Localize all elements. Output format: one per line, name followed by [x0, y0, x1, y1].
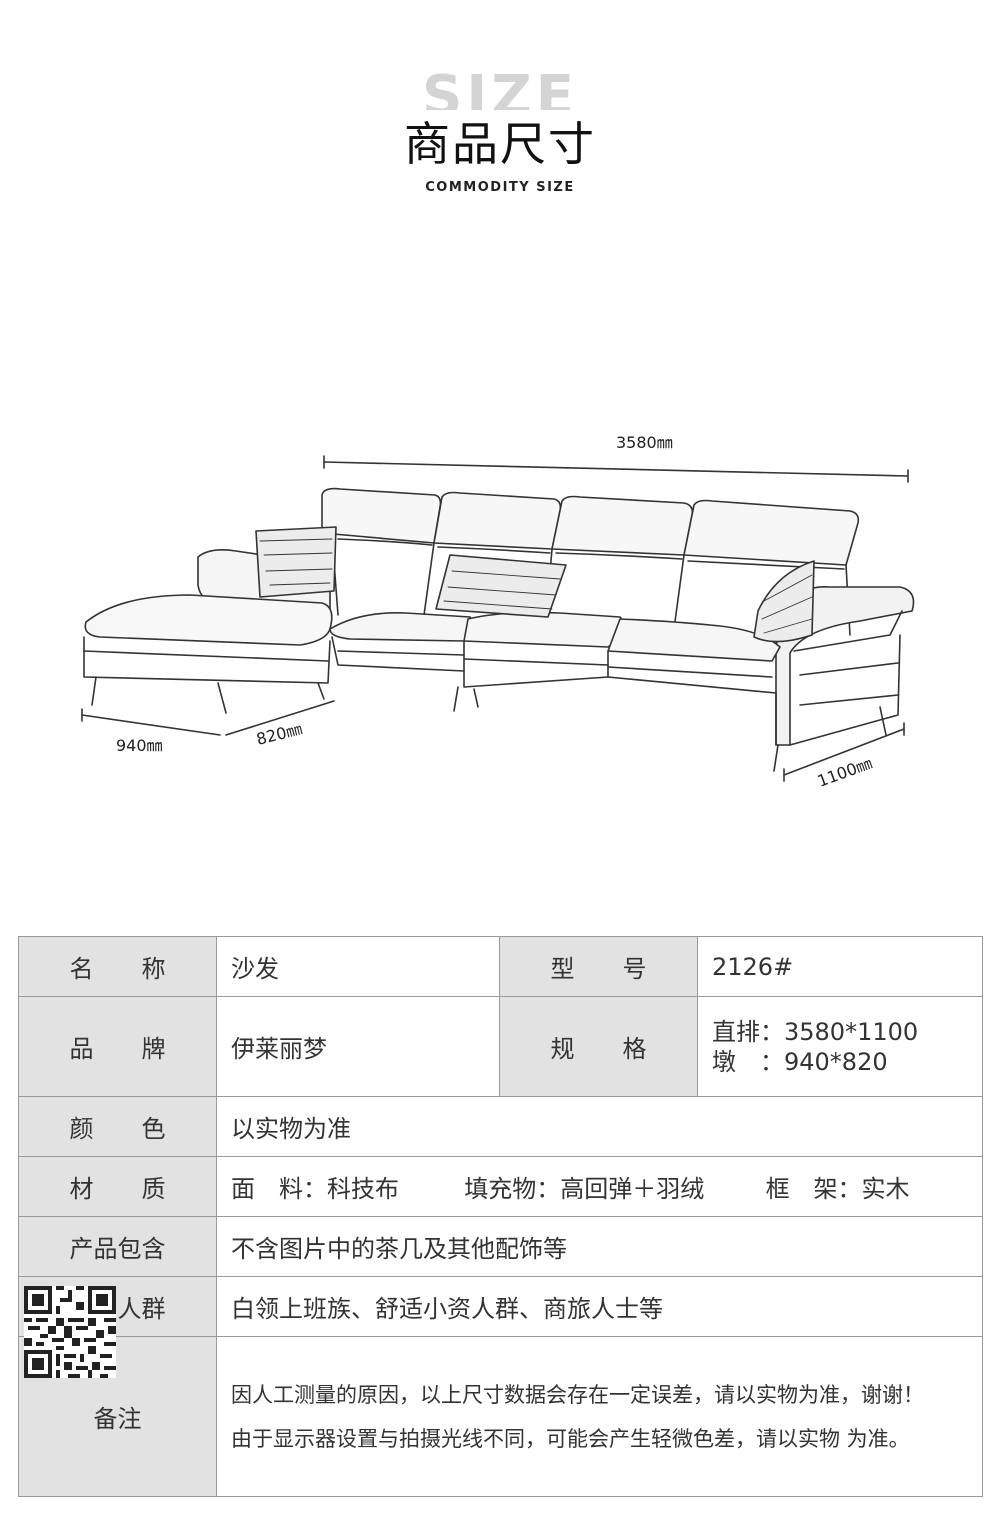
spec-label: 规格	[499, 996, 698, 1097]
audience-value: 白领上班族、舒适小资人群、商旅人士等	[216, 1276, 983, 1337]
brand-value: 伊莱丽梦	[216, 996, 500, 1097]
sofa-leg-1	[453, 686, 459, 712]
ottoman-leg-right	[317, 682, 325, 700]
brand-label: 品牌	[18, 996, 217, 1097]
sofa-leg-4	[879, 706, 887, 736]
width-dimension-line	[323, 461, 909, 477]
ottoman-length-label: 940㎜	[116, 736, 163, 755]
sofa-leg-3	[773, 744, 779, 772]
seat-cushion-2	[463, 611, 625, 648]
sofa-leg-2	[473, 688, 479, 708]
back-cushion-2	[433, 491, 562, 550]
spec-table: 名称 沙发 型号 2126# 品牌 伊莱丽梦 规格 直排：3580*1100 墩…	[18, 936, 983, 1497]
ottoman-length-line	[81, 714, 221, 736]
remark-value: 因人工测量的原因，以上尺寸数据会存在一定误差，请以实物为准，谢谢！ 由于显示器设…	[216, 1336, 983, 1497]
table-row: 材质 面 料：科技布 填充物：高回弹＋羽绒 框 架：实木	[18, 1156, 983, 1217]
page-title: 商品尺寸	[404, 117, 596, 171]
sofa-base	[331, 636, 777, 746]
depth-dimension-line	[783, 728, 905, 776]
seat-cushion-3	[607, 618, 781, 662]
ottoman-leg-left	[91, 676, 97, 706]
material-frame: 框 架：实木	[765, 1175, 910, 1203]
table-row: 名称 沙发 型号 2126#	[18, 936, 983, 997]
ottoman-leg-mid	[217, 682, 227, 714]
material-value: 面 料：科技布 填充物：高回弹＋羽绒 框 架：实木	[216, 1156, 983, 1217]
pillow-center	[435, 554, 567, 618]
watermark-title-en: SIZE	[421, 64, 579, 110]
ottoman-width-line	[225, 700, 335, 736]
model-label: 型号	[499, 936, 698, 997]
pillow-left	[255, 526, 337, 598]
back-cushion-3	[551, 495, 694, 556]
spec-value: 直排：3580*1100 墩 ：940*820	[697, 996, 983, 1097]
model-value: 2126#	[697, 936, 983, 997]
back-cushion-4	[683, 499, 860, 566]
width-label: 3580㎜	[616, 433, 673, 452]
qr-code-image	[24, 1286, 116, 1378]
color-value: 以实物为准	[216, 1096, 983, 1157]
name-label: 名称	[18, 936, 217, 997]
table-row: 适用人群 白领上班族、舒适小资人群、商旅人士等	[18, 1276, 983, 1337]
seat-cushion-1	[329, 612, 474, 642]
name-value: 沙发	[216, 936, 500, 997]
table-row: 产品包含 不含图片中的茶几及其他配饰等	[18, 1216, 983, 1277]
spec-value-line: 直排：3580*1100	[712, 1017, 919, 1046]
remark-line: 因人工测量的原因，以上尺寸数据会存在一定误差，请以实物为准，谢谢！	[231, 1382, 924, 1407]
color-label: 颜色	[18, 1096, 217, 1157]
package-label: 产品包含	[18, 1216, 217, 1277]
pillow-right	[753, 560, 815, 643]
back-cushion-1	[321, 487, 442, 544]
package-value: 不含图片中的茶几及其他配饰等	[216, 1216, 983, 1277]
material-fabric: 面 料：科技布	[231, 1175, 399, 1203]
table-row: 备注 因人工测量的原因，以上尺寸数据会存在一定误差，请以实物为准，谢谢！ 由于显…	[18, 1336, 983, 1497]
material-filling: 填充物：高回弹＋羽绒	[464, 1175, 705, 1203]
ottoman-top	[84, 594, 333, 646]
table-row: 颜色 以实物为准	[18, 1096, 983, 1157]
table-row: 品牌 伊莱丽梦 规格 直排：3580*1100 墩 ：940*820	[18, 996, 983, 1097]
spec-value-line: 墩 ：940*820	[712, 1047, 888, 1076]
material-label: 材质	[18, 1156, 217, 1217]
page-subtitle: COMMODITY SIZE	[425, 180, 575, 195]
sofa-line-drawing: 3580㎜ 940㎜ 820㎜ 1100㎜	[81, 433, 915, 791]
remark-line: 由于显示器设置与拍摄光线不同，可能会产生轻微色差，请以实物 为准。	[231, 1426, 910, 1451]
